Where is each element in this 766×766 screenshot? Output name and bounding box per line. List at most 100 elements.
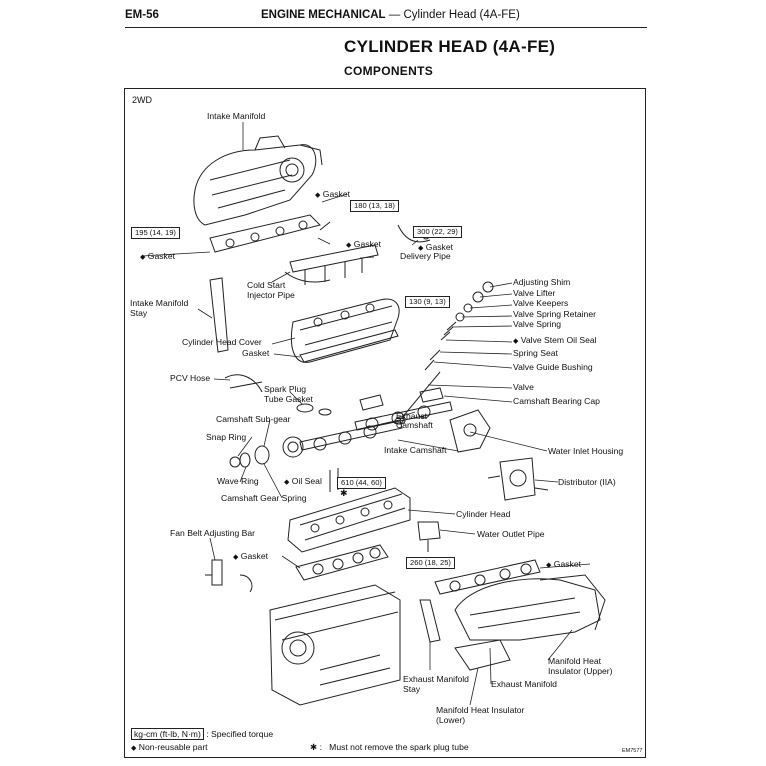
water-outlet-pipe-sketch — [417, 521, 441, 552]
leader-lines — [141, 122, 591, 706]
label-valve-spring-retainer: Valve Spring Retainer — [513, 309, 596, 319]
label-oil-seal-text: Oil Seal — [291, 476, 322, 486]
nonreusable-icon: ◆ — [140, 254, 146, 261]
label-spring-seat: Spring Seat — [513, 348, 558, 358]
label-camshaft-bearing-cap: Camshaft Bearing Cap — [513, 396, 600, 406]
torque-180: 180 (13, 18) — [350, 200, 399, 212]
head-gasket-sketch — [295, 544, 389, 581]
torque-130: 130 (9, 13) — [405, 296, 450, 308]
nonreusable-icon: ◆ — [346, 242, 352, 249]
exhaust-manifold-sketch — [454, 574, 606, 641]
page-title: CYLINDER HEAD (4A-FE) — [344, 37, 556, 56]
engine-block-sketch — [269, 584, 401, 706]
pcv-hose-sketch — [224, 374, 263, 393]
legend-nonreusable: ◆ Non-reusable part — [131, 742, 208, 752]
label-wave-ring: Wave Ring — [217, 476, 259, 486]
label-gasket-top-text: Gasket — [322, 189, 351, 199]
intake-gasket-sketch — [209, 214, 321, 253]
legend-torque-text: : Specified torque — [206, 729, 274, 739]
exhaust-manifold-stay-sketch — [419, 599, 441, 643]
cold-start-pipe-sketch — [284, 271, 331, 283]
camshaft-subgear-sketch — [254, 445, 270, 465]
diagram-frame — [124, 88, 646, 758]
nonreusable-icon: ◆ — [131, 745, 137, 752]
nonreusable-icon: ◆ — [315, 192, 321, 199]
nonreusable-icon: ◆ — [418, 245, 424, 252]
label-oil-seal: ◆ Oil Seal — [284, 476, 322, 488]
label-valve-spring: Valve Spring — [513, 319, 562, 329]
label-exhaust-gasket: ◆ Gasket — [546, 559, 582, 571]
label-exhaust-camshaft-1: Exhaust — [396, 411, 428, 421]
torque-300: 300 (22, 29) — [413, 226, 462, 238]
heat-insulator-lower-sketch — [454, 639, 511, 671]
label-valve-keepers: Valve Keepers — [513, 298, 569, 308]
label-manifold-heat-upper-1: Manifold Heat — [548, 656, 602, 666]
section-title-bold: ENGINE MECHANICAL — [261, 9, 386, 21]
cylinder-head-cover-sketch — [290, 298, 400, 363]
label-camshaft-subgear: Camshaft Sub-gear — [216, 414, 291, 424]
label-pcv-hose: PCV Hose — [170, 373, 211, 383]
legend-star-text: Must not remove the spark plug tube — [329, 742, 469, 752]
spark-plug-gasket-sketch — [296, 403, 314, 413]
label-gasket-left: ◆ Gasket — [140, 251, 176, 263]
variant-label: 2WD — [132, 95, 152, 105]
label-valve-stem-oil-seal: ◆ Valve Stem Oil Seal — [513, 335, 597, 347]
intake-camshaft-sketch — [282, 419, 403, 458]
legend-torque: kg-cm (ft-lb, N·m) : Specified torque — [131, 728, 274, 740]
label-valve-guide-bushing: Valve Guide Bushing — [513, 362, 593, 372]
nonreusable-icon: ◆ — [546, 562, 552, 569]
label-exhaust-camshaft-2: Camshaft — [396, 420, 433, 430]
label-gasket-top: ◆ Gasket — [315, 189, 351, 201]
label-adjusting-shim: Adjusting Shim — [513, 277, 571, 287]
label-gasket-mid-text: Gasket — [353, 239, 382, 249]
label-manifold-heat-upper-2: Insulator (Upper) — [548, 666, 613, 676]
label-valve-lifter: Valve Lifter — [513, 288, 556, 298]
section-title: ENGINE MECHANICAL — Cylinder Head (4A-FE… — [261, 9, 520, 21]
label-cylinder-head: Cylinder Head — [456, 509, 511, 519]
legend-torque-unit: kg-cm (ft-lb, N·m) — [131, 728, 204, 740]
label-cylinder-head-cover: Cylinder Head Cover — [182, 337, 262, 347]
label-fan-belt-bar: Fan Belt Adjusting Bar — [170, 528, 256, 538]
label-cold-start-1: Cold Start — [247, 280, 286, 290]
wave-ring-sketch — [239, 452, 251, 468]
legend-star-symbol: ✱ : — [310, 742, 322, 752]
label-gasket-right: ◆ Gasket — [418, 242, 453, 254]
label-exhaust-manifold-stay-1: Exhaust Manifold — [403, 674, 469, 684]
label-head-gasket-text: Gasket — [240, 551, 269, 561]
label-delivery-pipe: Delivery Pipe — [400, 251, 451, 261]
label-manifold-heat-lower-1: Manifold Heat Insulator — [436, 705, 525, 715]
torque-260: 260 (18, 25) — [406, 557, 455, 569]
label-spark-plug-1: Spark Plug — [264, 384, 307, 394]
fan-belt-bar-sketch — [205, 559, 223, 586]
label-head-gasket: ◆ Gasket — [233, 551, 269, 563]
label-valve-stem-oil-seal-text: Valve Stem Oil Seal — [520, 335, 597, 345]
nonreusable-icon: ◆ — [513, 338, 519, 345]
label-distributor: Distributor (IIA) — [558, 477, 616, 487]
label-camshaft-gear-spring: Camshaft Gear Spring — [221, 493, 307, 503]
intake-manifold-sketch — [193, 135, 323, 226]
label-gasket-left-text: Gasket — [147, 251, 176, 261]
distributor-sketch — [487, 457, 549, 501]
label-spark-plug-2: Tube Gasket — [264, 394, 313, 404]
torque-195: 195 (14, 19) — [131, 227, 180, 239]
valve-train-sketch — [394, 281, 494, 425]
section-title-rest: — Cylinder Head (4A-FE) — [385, 9, 520, 21]
exhaust-camshaft-sketch — [354, 401, 453, 431]
label-intake-stay-2: Stay — [130, 308, 148, 318]
torque-610: 610 (44, 60) — [337, 477, 386, 489]
label-intake-camshaft: Intake Camshaft — [384, 445, 447, 455]
legend-star: ✱ : Must not remove the spark plug tube — [310, 742, 469, 753]
label-exhaust-manifold: Exhaust Manifold — [491, 679, 557, 689]
nonreusable-icon: ◆ — [284, 479, 290, 486]
water-inlet-housing-sketch — [449, 409, 491, 453]
label-cover-gasket: Gasket — [242, 348, 270, 358]
page-number: EM-56 — [125, 9, 159, 21]
label-manifold-heat-lower-2: (Lower) — [436, 715, 466, 725]
label-snap-ring: Snap Ring — [206, 432, 247, 442]
cover-gasket-sketch — [299, 329, 399, 363]
label-exhaust-gasket-text: Gasket — [553, 559, 582, 569]
delivery-pipe-sketch — [289, 244, 379, 273]
page-header: EM-56 ENGINE MECHANICAL — Cylinder Head … — [125, 9, 647, 28]
label-intake-stay-1: Intake Manifold — [130, 298, 189, 308]
